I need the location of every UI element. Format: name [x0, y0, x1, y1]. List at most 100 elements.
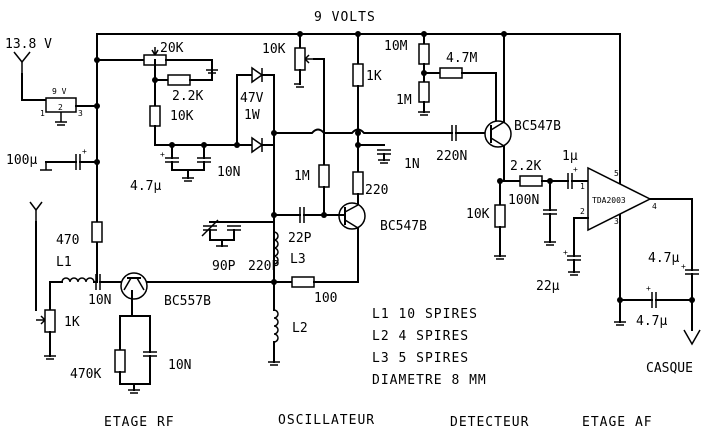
label-1n: 1N	[404, 157, 420, 172]
transistor-det	[484, 33, 512, 182]
label-4u7-bias: 4.7µ	[130, 179, 161, 194]
coil-l1	[49, 277, 95, 311]
svg-text:+: +	[563, 248, 568, 257]
capacitor-10n-rf	[93, 274, 123, 290]
label-10n-rf: 10N	[88, 293, 111, 308]
ic-pin-3: 3	[614, 217, 619, 226]
label-10n-bias: 10N	[217, 165, 240, 180]
label-l1: L1	[56, 255, 72, 270]
label-10n-rf2: 10N	[168, 358, 191, 373]
label-22p: 22P	[288, 231, 312, 246]
svg-text:+: +	[573, 165, 578, 174]
regulator-pin-3: 3	[78, 109, 83, 118]
headphone-output-icon	[683, 329, 701, 346]
label-90p: 90P	[212, 259, 236, 274]
resistor-100	[139, 276, 359, 288]
label-2k2-af: 2.2K	[510, 159, 541, 174]
regulator-pin-1: 1	[40, 109, 45, 118]
section-af: ETAGE AF	[582, 415, 653, 430]
junction-dots	[94, 31, 695, 303]
section-rf: ETAGE RF	[104, 415, 175, 430]
section-oscillator: OSCILLATEUR	[278, 413, 375, 428]
ic-pin-5: 5	[614, 169, 619, 178]
label-1m-det: 1M	[396, 93, 412, 108]
label-1k-rf: 1K	[64, 315, 80, 330]
transistor-osc	[323, 202, 366, 283]
label-220p: 220P	[248, 259, 279, 274]
label-4u7-b: 4.7µ	[636, 314, 667, 329]
output-network: + +	[614, 262, 699, 331]
label-1u: 1µ	[562, 149, 578, 164]
capacitor-1n	[357, 144, 391, 164]
label-4u7-a: 4.7µ	[648, 251, 679, 266]
label-100n: 100N	[508, 193, 539, 208]
section-detector: DETECTEUR	[450, 415, 529, 430]
label-casque: CASQUE	[646, 361, 693, 376]
amplifier-ic: +	[563, 166, 693, 301]
voltage-regulator	[45, 97, 98, 126]
ic-pin-1: 1	[580, 182, 585, 191]
svg-text:+: +	[681, 262, 686, 271]
transistor-rf	[119, 272, 151, 317]
label-100u: 100µ	[6, 153, 37, 168]
capacitor-100u: +	[40, 147, 98, 171]
label-470k: 470K	[70, 367, 101, 382]
label-1m-osc: 1M	[294, 169, 310, 184]
label-q-rf: BC557B	[164, 294, 211, 309]
label-470: 470	[56, 233, 79, 248]
coil-l3	[273, 231, 279, 265]
label-10k-af: 10K	[466, 207, 490, 222]
input-voltage-label: 13.8 V	[5, 37, 52, 52]
label-q-osc: BC547B	[380, 219, 427, 234]
note-l3: L3 5 SPIRES	[372, 351, 469, 366]
capacitor-1u: +	[567, 165, 589, 189]
regulator-input-label: 9 V	[52, 87, 67, 96]
rf-antenna-icon	[29, 201, 43, 311]
capacitor-220n	[451, 125, 489, 141]
regulator-pin-2: 2	[58, 103, 63, 112]
label-10k-bias: 10K	[170, 109, 194, 124]
pot-1k-rf	[36, 309, 56, 360]
label-100: 100	[314, 291, 337, 306]
capacitor-10n-bias	[171, 144, 211, 182]
coil-l2	[268, 281, 280, 366]
label-l3: L3	[290, 252, 306, 267]
ic-pin-2: 2	[580, 207, 585, 216]
detector-output	[494, 175, 569, 260]
resistor-1m-osc	[318, 164, 330, 216]
label-220n: 220N	[436, 149, 467, 164]
label-4m7: 4.7M	[446, 51, 477, 66]
svg-text:+: +	[160, 150, 165, 159]
label-q-det: BC547B	[514, 119, 561, 134]
label-ic: TDA2003	[592, 196, 626, 205]
ic-pin-4: 4	[652, 202, 657, 211]
label-10m: 10M	[384, 39, 408, 54]
tank-capacitors	[201, 219, 275, 247]
note-l2: L2 4 SPIRES	[372, 329, 469, 344]
bias-line-crossing	[273, 128, 453, 134]
pot-20k	[96, 47, 218, 107]
pot-10k-tuning	[294, 33, 325, 166]
label-220: 220	[365, 183, 388, 198]
note-diameter: DIAMETRE 8 MM	[372, 373, 487, 388]
note-l1: L1 10 SPIRES	[372, 307, 478, 322]
input-antenna-icon	[13, 51, 47, 101]
svg-text:+: +	[646, 284, 651, 293]
detector-bias	[418, 33, 497, 123]
label-2k2-bias: 2.2K	[172, 89, 203, 104]
capacitor-22p	[273, 207, 325, 223]
resistor-2k2-bias	[154, 69, 213, 86]
resistor-470	[91, 221, 103, 243]
svg-text:+: +	[82, 147, 87, 156]
label-22u: 22µ	[536, 279, 560, 294]
label-l2: L2	[292, 321, 308, 336]
label-20k: 20K	[160, 41, 184, 56]
supply-voltage-label: 9 VOLTS	[314, 10, 376, 25]
capacitor-4u7-bias: +	[160, 144, 179, 171]
label-zener-w: 1W	[244, 108, 260, 123]
label-10k-tuning: 10K	[262, 42, 286, 57]
collector-line-osc	[352, 33, 364, 206]
label-1k-det: 1K	[366, 69, 382, 84]
rf-emitter-network	[114, 315, 157, 394]
